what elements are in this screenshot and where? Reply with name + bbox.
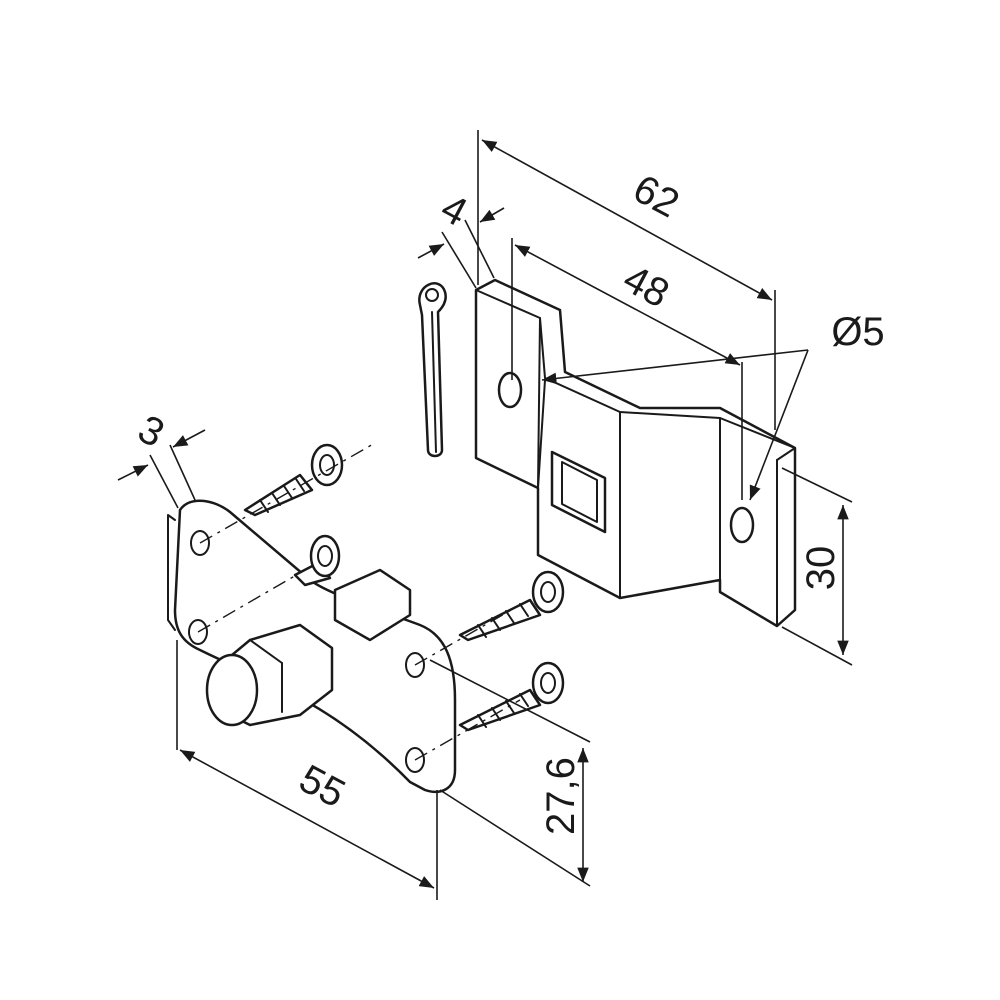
screw-2 (293, 534, 341, 587)
wall-bracket (474, 278, 797, 628)
bracket-hole-1 (497, 371, 523, 409)
dim-label-62: 62 (626, 167, 686, 227)
dimension-lines (117, 130, 853, 900)
square-shaft-back (333, 568, 412, 642)
screw-1 (243, 443, 344, 517)
center-lines (197, 442, 521, 761)
square-hole (550, 450, 607, 534)
dim-label-55: 55 (292, 757, 352, 817)
dim-label-30: 30 (799, 546, 843, 591)
bracket-hole-2 (729, 506, 755, 544)
dim-label-hole-diameter: Ø5 (831, 310, 884, 354)
screw-3 (458, 570, 565, 642)
flange-plate (167, 499, 457, 794)
cotter-pin (418, 282, 447, 458)
dim-label-48: 48 (616, 257, 676, 317)
dim-label-3: 3 (131, 407, 171, 456)
dim-label-27-6: 27,6 (539, 757, 583, 835)
